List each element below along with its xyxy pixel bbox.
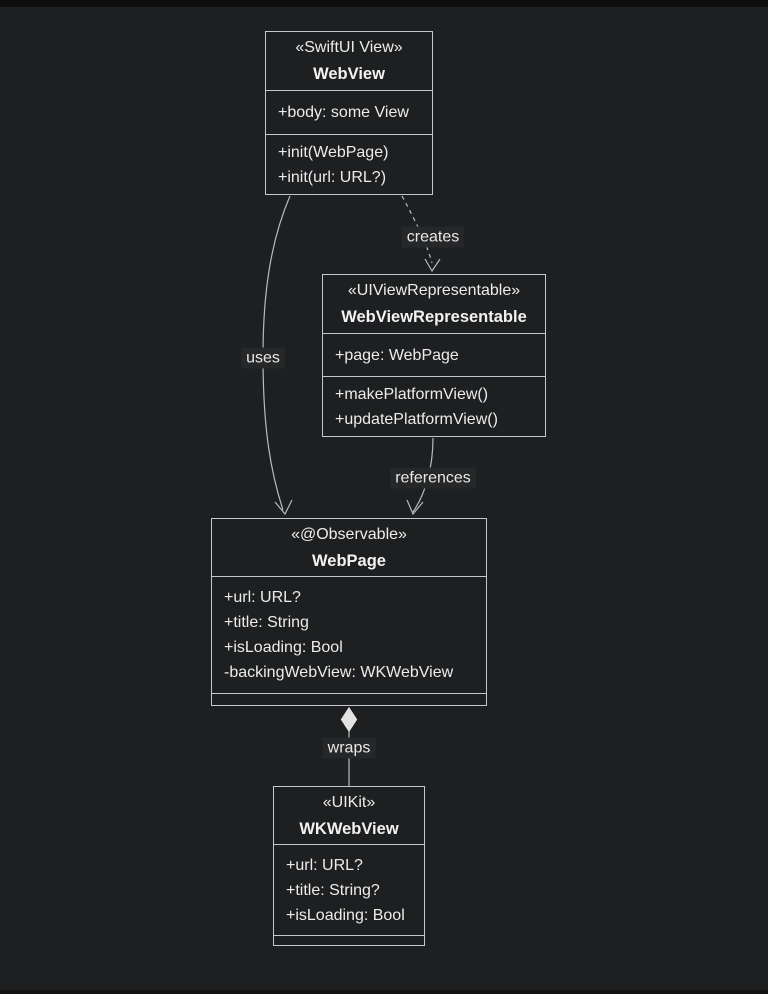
class-title-wkwebview: «UIKit» WKWebView	[274, 787, 424, 844]
stereotype-label: «UIViewRepresentable»	[347, 282, 521, 299]
class-title-webview: «SwiftUI View» WebView	[266, 32, 432, 90]
attribute-row: +url: URL?	[286, 856, 363, 874]
attribute-row: +body: some View	[278, 104, 409, 121]
composition-diamond	[340, 706, 358, 733]
edge-label-wraps: wraps	[322, 737, 376, 759]
edge-label-uses: uses	[241, 347, 285, 369]
method-row: +init(url: URL?)	[278, 168, 387, 186]
attribute-row: +url: URL?	[224, 589, 301, 606]
edge-uses-arrowhead	[274, 499, 293, 516]
methods-compartment-webviewrepresentable: +makePlatformView() +updatePlatformView(…	[323, 376, 545, 436]
methods-compartment-webview: +init(WebPage) +init(url: URL?)	[266, 134, 432, 194]
attribute-row: +isLoading: Bool	[224, 639, 343, 656]
attributes-compartment-webview: +body: some View	[266, 90, 432, 134]
edge-references-arrowhead	[406, 499, 424, 516]
class-box-webviewrepresentable: «UIViewRepresentable» WebViewRepresentab…	[322, 274, 546, 437]
edge-label-creates: creates	[401, 226, 465, 248]
bottom-letterbox-strip	[0, 990, 768, 994]
class-name-label: WebViewRepresentable	[341, 308, 527, 326]
methods-compartment-wkwebview-empty	[274, 935, 424, 945]
method-row: +makePlatformView()	[335, 385, 489, 403]
class-box-wkwebview: «UIKit» WKWebView +url: URL? +title: Str…	[273, 786, 425, 946]
stereotype-label: «SwiftUI View»	[295, 39, 403, 56]
attribute-row: +isLoading: Bool	[286, 906, 405, 924]
methods-compartment-webpage-empty	[212, 693, 486, 705]
class-name-label: WebView	[313, 65, 385, 83]
method-row: +init(WebPage)	[278, 143, 389, 161]
attribute-row: +title: String?	[286, 881, 380, 899]
stereotype-label: «UIKit»	[322, 793, 376, 811]
edge-creates-arrowhead	[424, 258, 441, 273]
stereotype-label: «@Observable»	[291, 525, 407, 543]
attribute-row: +page: WebPage	[335, 346, 459, 364]
edge-label-references: references	[390, 467, 476, 489]
class-name-label: WKWebView	[299, 819, 399, 838]
class-name-label: WebPage	[312, 551, 386, 570]
class-title-webviewrepresentable: «UIViewRepresentable» WebViewRepresentab…	[323, 275, 545, 333]
attributes-compartment-webpage: +url: URL? +title: String +isLoading: Bo…	[212, 576, 486, 693]
attributes-compartment-webviewrepresentable: +page: WebPage	[323, 333, 545, 376]
method-row: +updatePlatformView()	[335, 410, 498, 428]
class-title-webpage: «@Observable» WebPage	[212, 519, 486, 576]
attribute-row: -backingWebView: WKWebView	[224, 664, 454, 681]
attribute-row: +title: String	[224, 614, 309, 631]
top-letterbox-strip	[0, 0, 768, 7]
attributes-compartment-wkwebview: +url: URL? +title: String? +isLoading: B…	[274, 844, 424, 935]
edge-creates-line	[401, 195, 433, 264]
class-box-webview: «SwiftUI View» WebView +body: some View …	[265, 31, 433, 195]
class-box-webpage: «@Observable» WebPage +url: URL? +title:…	[211, 518, 487, 706]
